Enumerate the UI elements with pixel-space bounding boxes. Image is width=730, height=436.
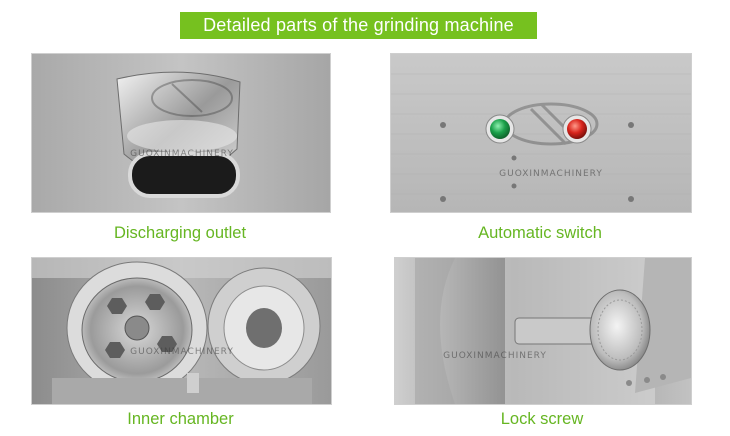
watermark-text: GUOXINMACHINERY [130, 149, 234, 159]
lock-screw-photo: GUOXINMACHINERY [394, 257, 692, 405]
red-indicator-light [567, 119, 587, 139]
page-title: Detailed parts of the grinding machine [203, 15, 514, 35]
inner-chamber-photo: GUOXINMACHINERY [31, 257, 332, 405]
watermark-text: GUOXINMACHINERY [499, 169, 603, 179]
green-indicator-light [490, 119, 510, 139]
caption-discharging-outlet: Discharging outlet [113, 224, 247, 242]
discharging-outlet-photo: GUOXINMACHINERY [31, 53, 331, 213]
watermark-text: GUOXINMACHINERY [443, 351, 547, 361]
page-title-banner: Detailed parts of the grinding machine [180, 12, 537, 39]
caption-inner-chamber: Inner chamber [127, 410, 234, 428]
caption-lock-screw: Lock screw [500, 410, 584, 428]
caption-automatic-switch: Automatic switch [478, 224, 602, 242]
watermark-text: GUOXINMACHINERY [130, 347, 234, 357]
automatic-switch-photo: GUOXINMACHINERY [390, 53, 692, 213]
